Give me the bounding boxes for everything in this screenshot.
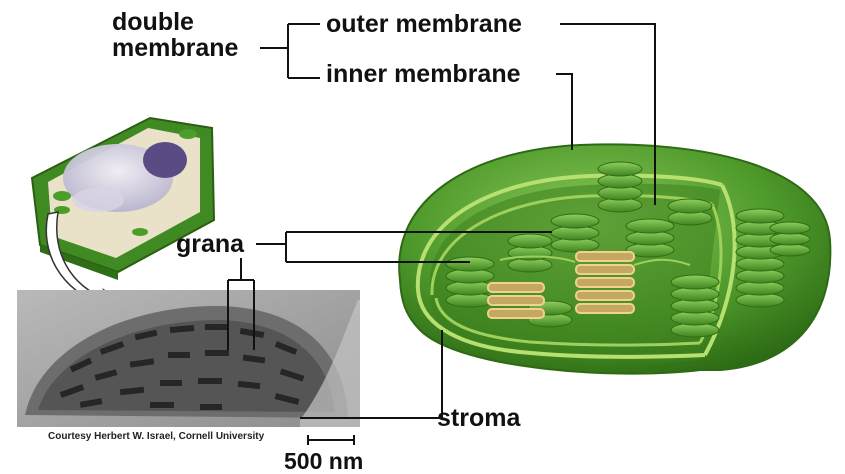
highlighted-granum-center	[576, 252, 634, 313]
inner-membrane-leader	[556, 74, 572, 150]
double-membrane-bracket	[260, 24, 320, 78]
grana-label: grana	[176, 232, 244, 257]
granum	[626, 219, 674, 257]
granum	[671, 275, 719, 337]
scale-bar-label: 500 nm	[284, 450, 363, 473]
granum	[508, 234, 552, 272]
granum	[551, 214, 599, 252]
inner-membrane-label: inner membrane	[326, 62, 521, 87]
chloroplast-cutaway	[399, 144, 830, 373]
double-membrane-label-line1: double	[112, 10, 194, 35]
highlighted-granum-left	[488, 283, 544, 318]
image-credit: Courtesy Herbert W. Israel, Cornell Univ…	[48, 432, 264, 442]
stroma-label: stroma	[437, 406, 520, 431]
granum	[770, 222, 810, 256]
outer-membrane-label: outer membrane	[326, 12, 522, 37]
scale-bar	[308, 435, 354, 445]
double-membrane-label-line2: membrane	[112, 36, 238, 61]
electron-micrograph	[17, 290, 360, 427]
